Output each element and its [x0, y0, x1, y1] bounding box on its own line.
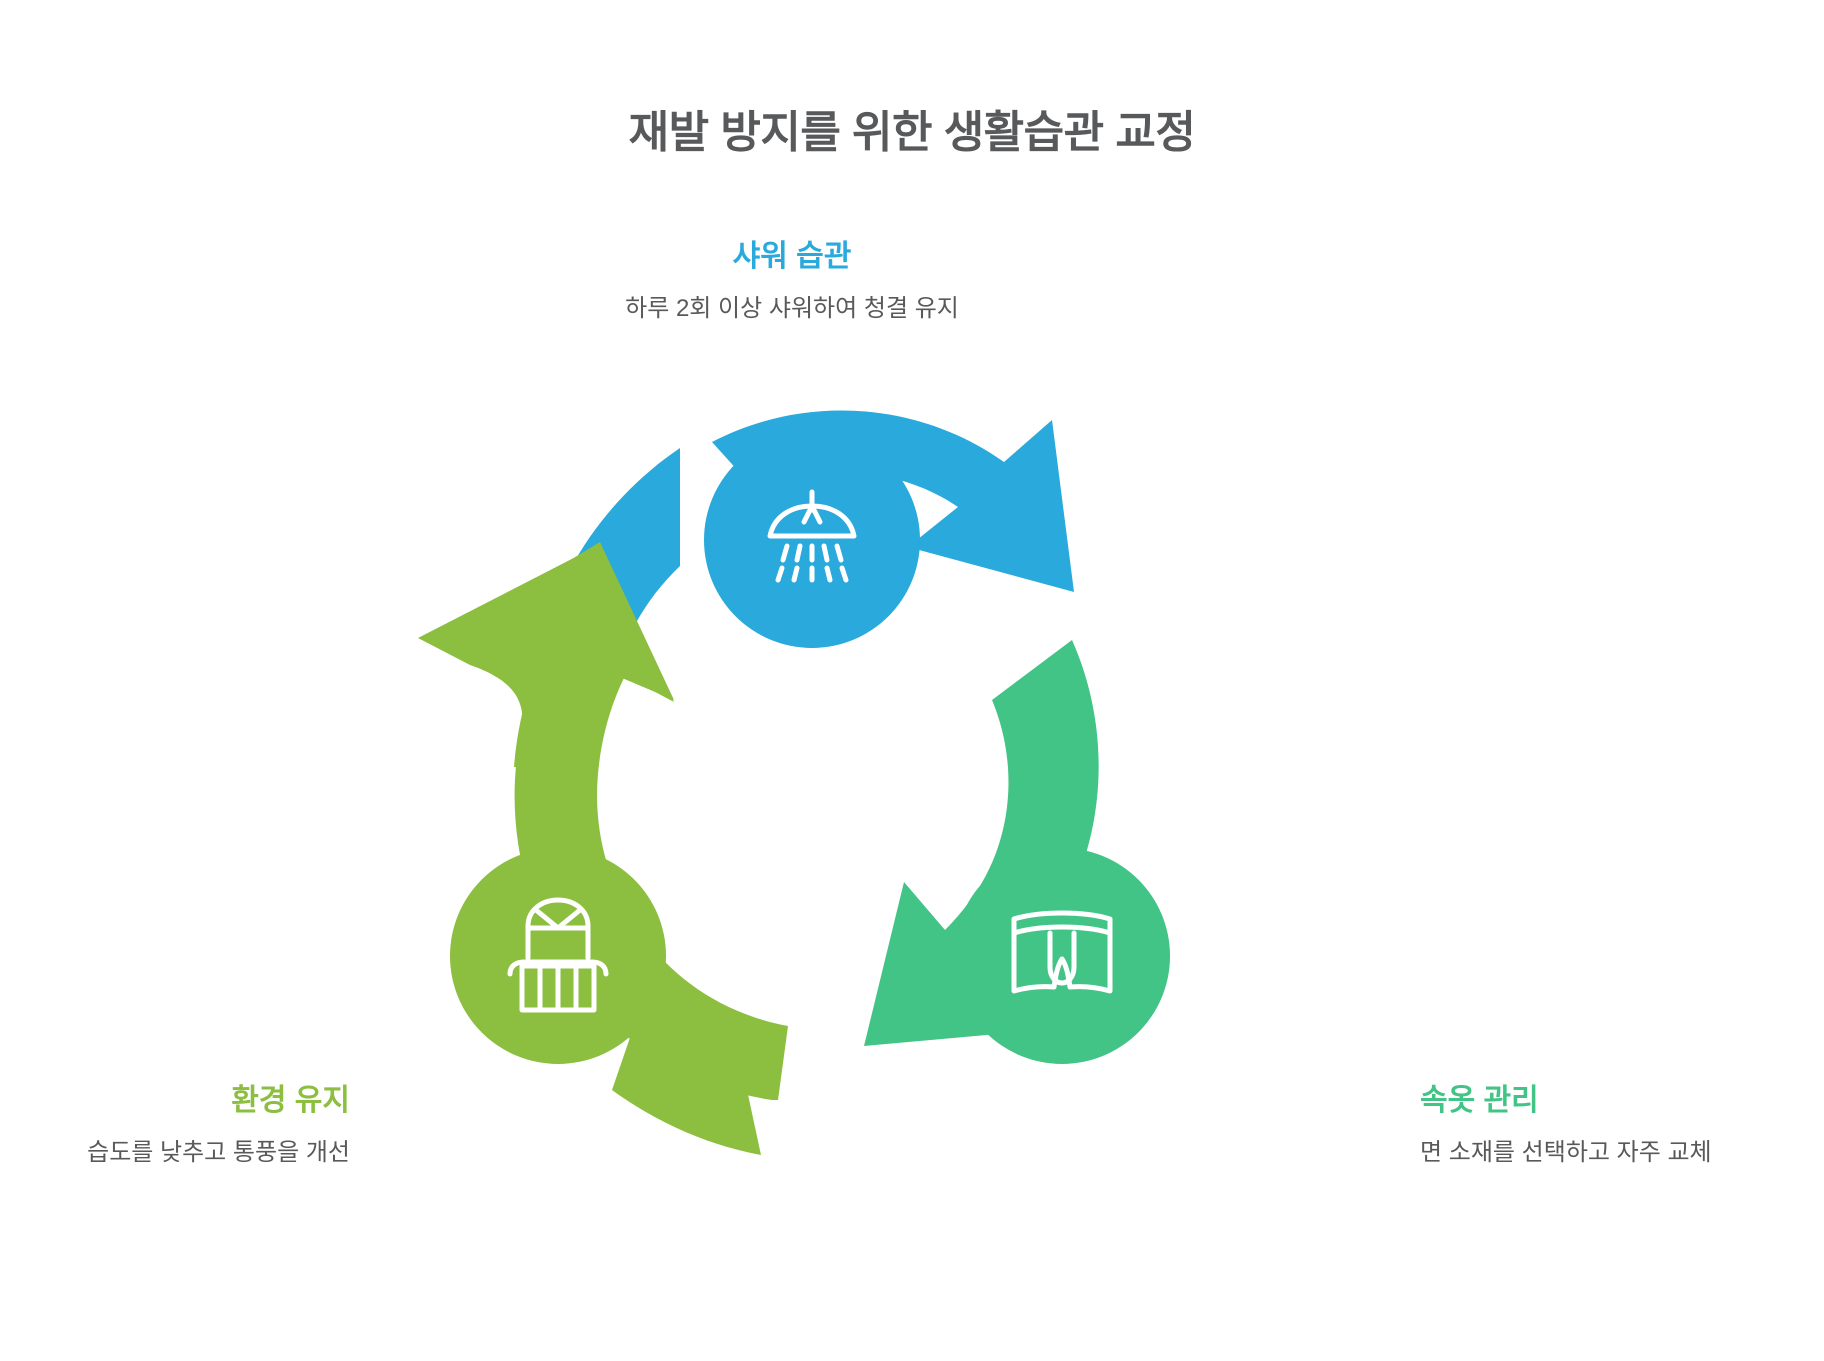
- stage-heading-shower: 샤워 습관: [732, 240, 852, 273]
- balcony-window-icon: [507, 897, 609, 1013]
- arrow-environment-to-shower-tip: [504, 542, 674, 775]
- stage-node-environment[interactable]: [450, 848, 666, 1064]
- stage-text-environment: 환경 유지 습도를 낮추고 통풍을 개선: [20, 1082, 350, 1170]
- shower-head-icon: [767, 489, 857, 583]
- stage-text-underwear: 속옷 관리 면 소재를 선택하고 자주 교체: [1420, 1082, 1720, 1170]
- stage-description-environment: 습도를 낮추고 통풍을 개선: [87, 1138, 350, 1166]
- arrow-underwear-to-environment-tail: [612, 1026, 761, 1155]
- stage-description-underwear: 면 소재를 선택하고 자주 교체: [1420, 1138, 1712, 1166]
- stage-heading-environment: 환경 유지: [231, 1084, 350, 1117]
- stage-description-shower: 하루 2회 이상 샤워하여 청결 유지: [625, 294, 959, 322]
- stage-heading-underwear: 속옷 관리: [1420, 1084, 1539, 1117]
- arrow-environment-to-shower: [514, 766, 788, 1100]
- cycle-diagram: [412, 400, 1212, 1190]
- stage-node-underwear[interactable]: [954, 848, 1170, 1064]
- page-title: 재발 방지를 위한 생활습관 교정: [628, 108, 1196, 158]
- stage-node-shower[interactable]: [704, 432, 920, 648]
- boxer-briefs-icon: [1011, 910, 1113, 994]
- stage-text-shower: 샤워 습관 하루 2회 이상 샤워하여 청결 유지: [592, 238, 992, 326]
